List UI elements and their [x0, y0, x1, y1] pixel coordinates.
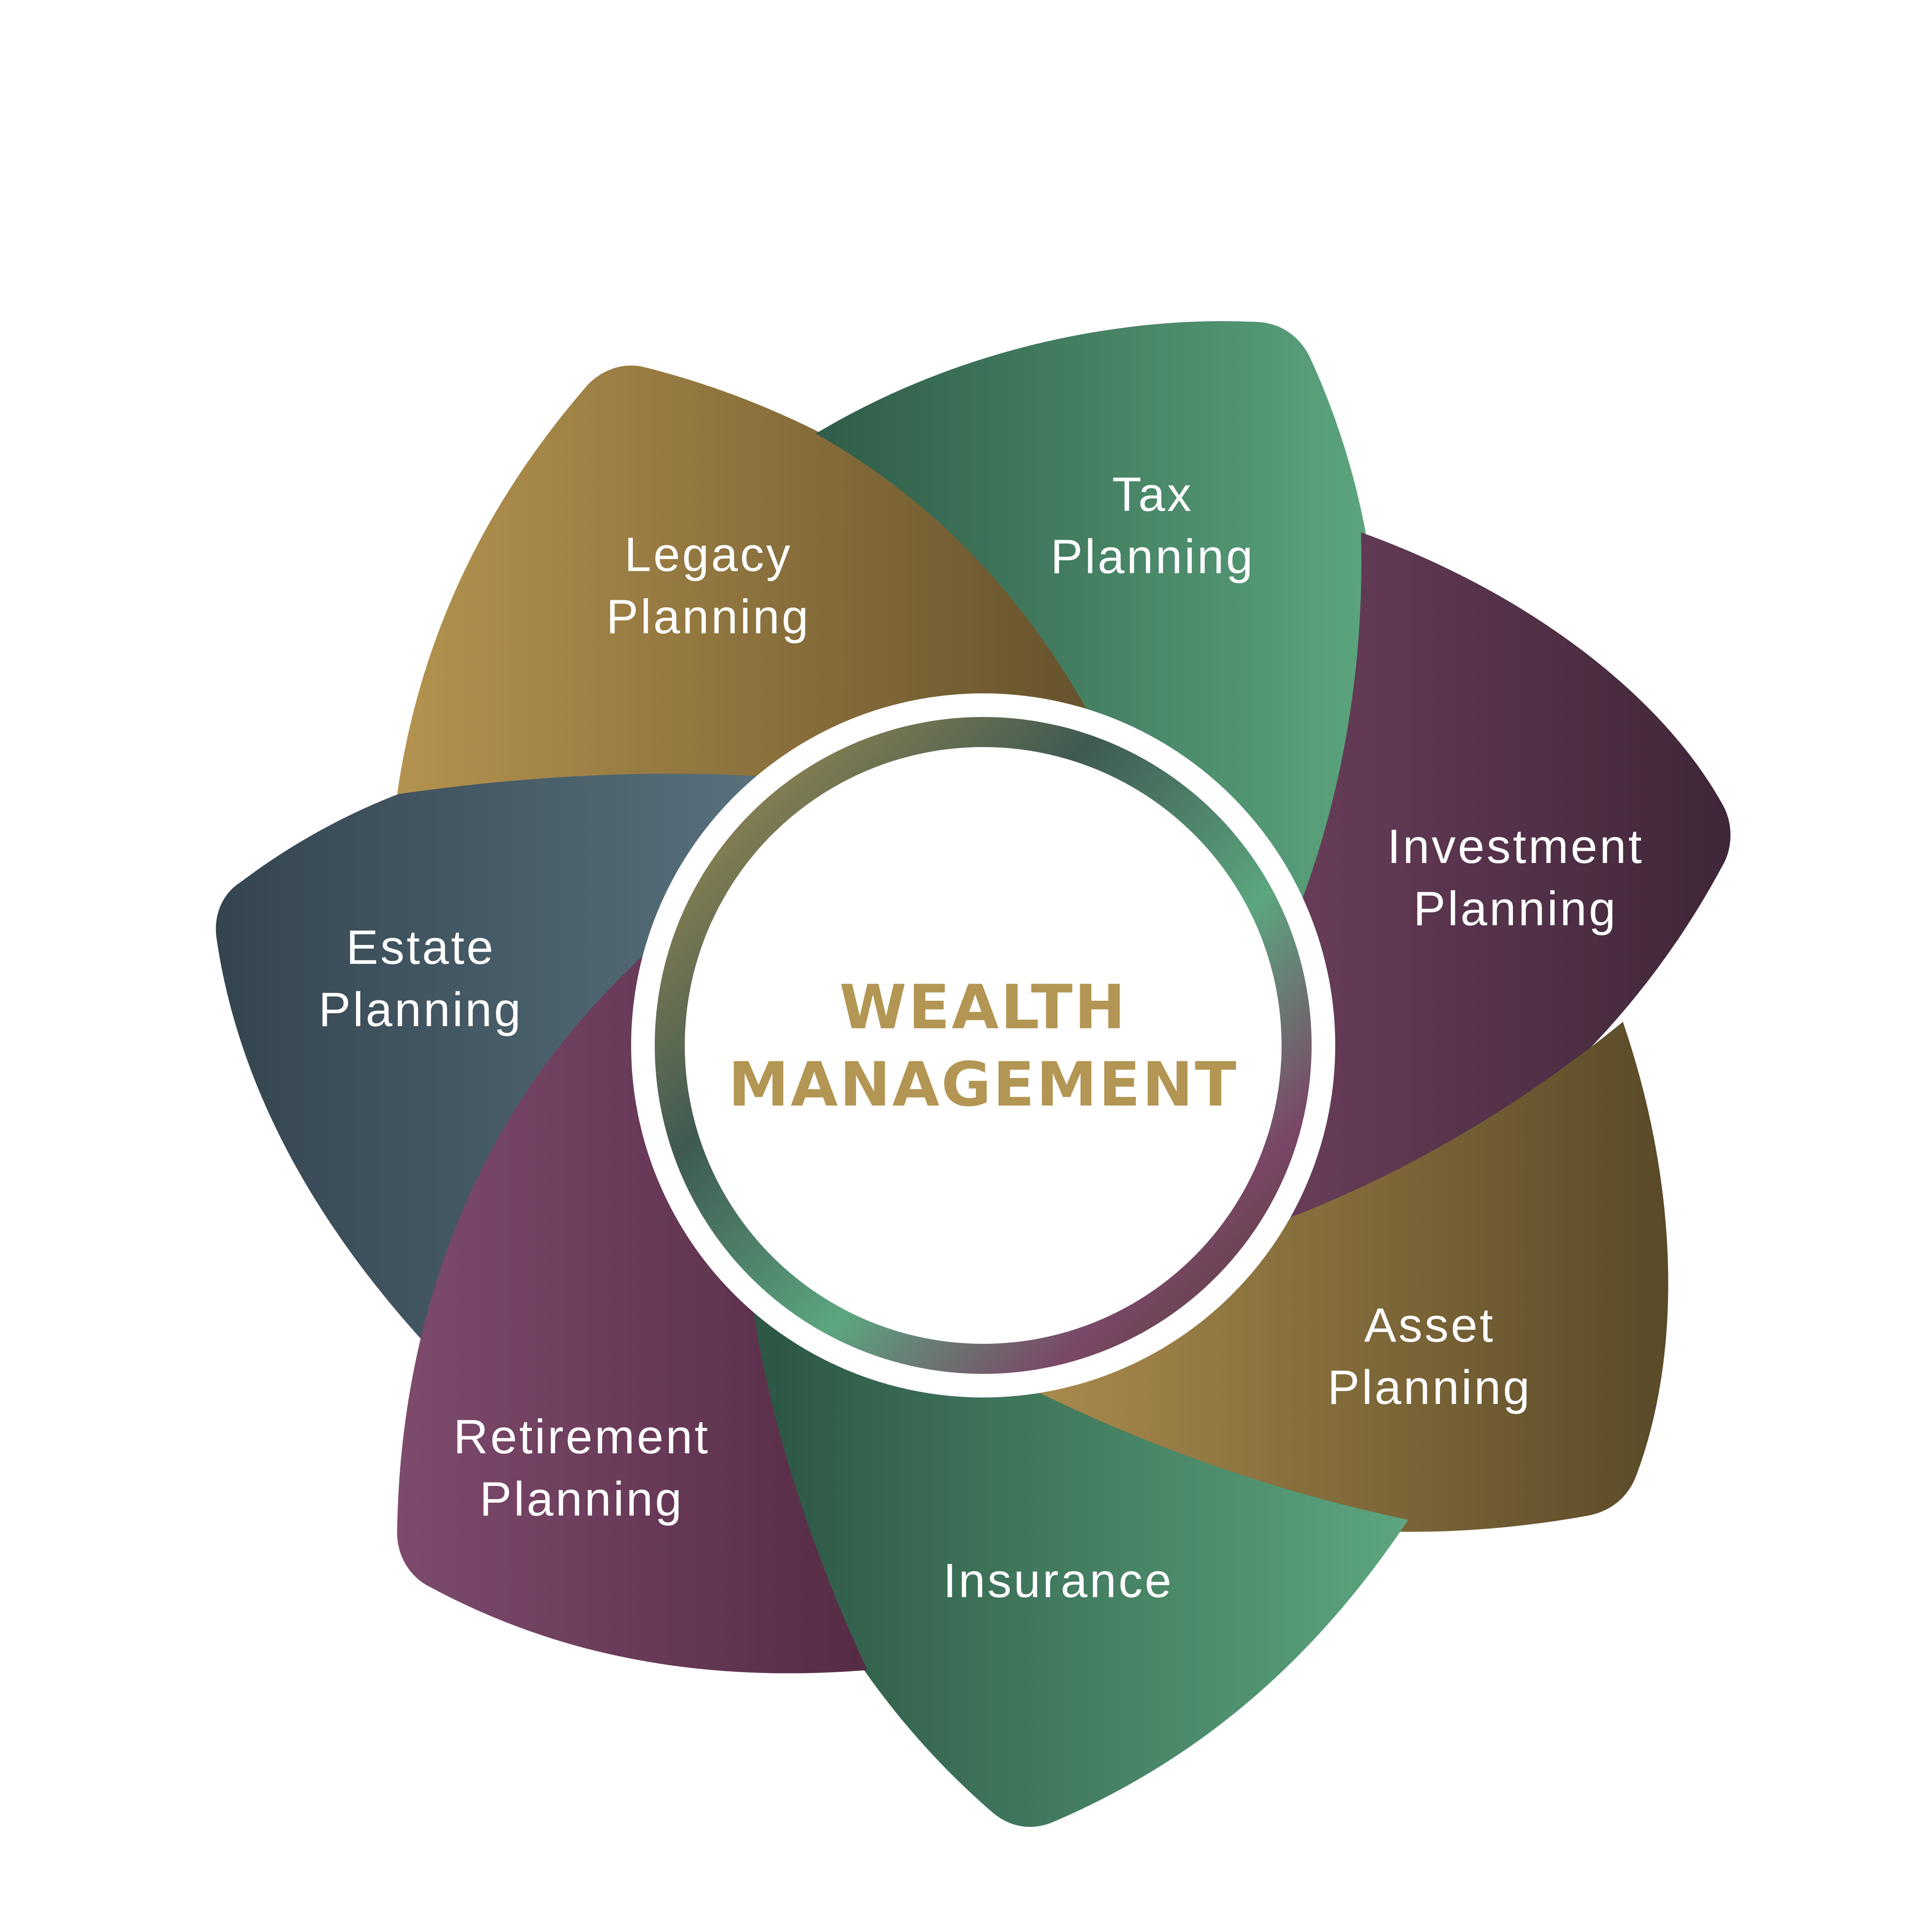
center-title-line2: MANAGEMENT: [728, 1049, 1238, 1120]
label-legacy-line1: Legacy: [624, 528, 792, 581]
petal-retirement[interactable]: [397, 880, 867, 1674]
label-asset-line1: Asset: [1364, 1298, 1495, 1352]
petal-legacy[interactable]: [397, 365, 1181, 799]
label-investment-line2: Planning: [1413, 882, 1618, 936]
label-estate-line1: Estate: [346, 920, 495, 974]
label-estate-line2: Planning: [319, 983, 523, 1036]
label-asset-line2: Planning: [1327, 1361, 1532, 1414]
label-retirement-line2: Planning: [480, 1472, 684, 1526]
center-disc[interactable]: [685, 747, 1282, 1344]
label-investment-line1: Investment: [1387, 820, 1644, 873]
label-tax-line1: Tax: [1112, 468, 1193, 521]
label-legacy-line2: Planning: [606, 590, 811, 644]
center-title-line1: WEALTH: [839, 972, 1127, 1043]
label-tax-line2: Planning: [1051, 530, 1255, 583]
label-insurance-line1: Insurance: [943, 1554, 1174, 1607]
label-retirement-line1: Retirement: [453, 1410, 710, 1464]
petal-asset[interactable]: [919, 1022, 1668, 1532]
